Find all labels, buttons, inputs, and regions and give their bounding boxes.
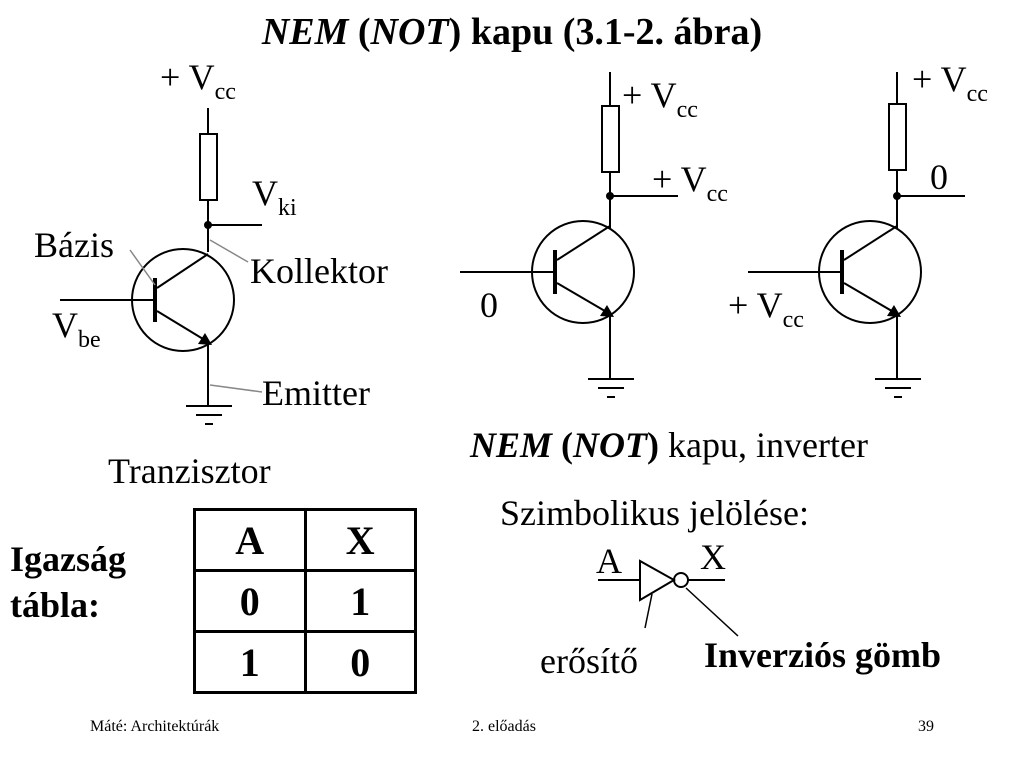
cell-a: 0 — [193, 569, 307, 633]
truth-table-header: A X — [193, 508, 417, 572]
input-zero-label-2: 0 — [480, 285, 498, 325]
emitter-arrow-3 — [887, 305, 901, 317]
amplifier-triangle — [639, 559, 677, 602]
vki-label: Vki — [252, 173, 297, 221]
emitter-arrow — [198, 333, 212, 345]
vbe-label: Vbe — [52, 305, 101, 353]
inversion-bubble-label: Inverziós gömb — [704, 635, 941, 675]
truth-table: A X 0 1 1 0 — [193, 508, 417, 694]
cell-x: 0 — [303, 630, 417, 694]
emitter-arrow-2 — [600, 305, 614, 317]
footer-page-number: 39 — [918, 718, 934, 735]
title-gate-en: NOT — [370, 11, 449, 53]
title-gate-hu: NEM — [261, 11, 349, 53]
not-gate-symbol — [598, 559, 739, 637]
collector-label: Kollektor — [250, 251, 388, 291]
transistor-diagram — [60, 108, 263, 425]
inverter-low-input-diagram — [460, 72, 678, 398]
transistor-caption: Tranzisztor — [108, 451, 271, 491]
inverter-high-input-diagram — [748, 72, 965, 398]
table-row: 1 0 — [193, 630, 417, 694]
cell-x: 1 — [303, 569, 417, 633]
header-x: X — [303, 508, 417, 572]
vcc-label-3: + Vcc — [912, 59, 988, 107]
header-a: A — [193, 508, 307, 572]
amplifier-label: erősítő — [540, 641, 638, 681]
collector-resistor-3 — [888, 103, 907, 171]
output-vcc-label-2: + Vcc — [652, 159, 728, 207]
symbol-heading: Szimbolikus jelölése: — [500, 493, 809, 533]
footer-lecture: 2. előadás — [472, 718, 536, 735]
page-title: NEM (NOT) kapu (3.1-2. ábra) — [261, 11, 763, 53]
symbol-output-label: X — [700, 537, 726, 577]
title-rest: kapu (3.1-2. ábra) — [470, 11, 763, 53]
input-vcc-label-3: + Vcc — [728, 285, 804, 333]
collector-resistor — [199, 133, 218, 201]
inverter-caption: NEM (NOT) kapu, inverter — [470, 425, 868, 465]
vcc-label-2: + Vcc — [622, 75, 698, 123]
footer-author: Máté: Architektúrák — [90, 718, 220, 735]
inversion-bubble — [673, 572, 689, 588]
base-label: Bázis — [34, 225, 114, 265]
cell-a: 1 — [193, 630, 307, 694]
vcc-label-1: + Vcc — [160, 57, 236, 105]
truth-table-label: Igazság tábla: — [10, 539, 126, 625]
symbol-input-label: A — [596, 541, 622, 581]
output-zero-label-3: 0 — [930, 157, 948, 197]
emitter-label: Emitter — [262, 373, 370, 413]
table-row: 0 1 — [193, 569, 417, 633]
collector-resistor-2 — [601, 105, 620, 173]
